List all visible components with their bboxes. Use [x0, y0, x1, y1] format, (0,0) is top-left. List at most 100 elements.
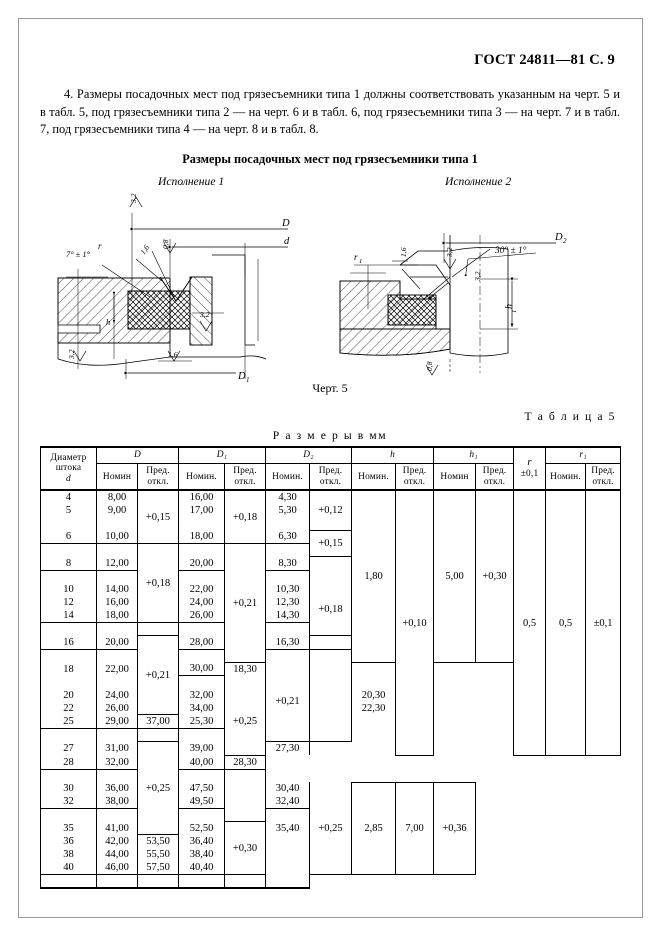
cell-d: 30: [40, 782, 97, 796]
cell-D1-dev: +0,21: [224, 543, 267, 663]
cell-D2-dev: +0,25: [309, 782, 353, 876]
cell-D1-nom: 26,00: [178, 609, 226, 624]
label-angle-30: 30° ± 1°: [494, 245, 527, 256]
cell-D1-nom: 55,50: [136, 848, 180, 862]
cell-D-nom: 16,00: [96, 596, 138, 610]
col-head-r1-deviation: Пред.откл.: [585, 463, 622, 491]
table-tail-row: [40, 874, 621, 889]
rough-32-c: 3,2: [129, 193, 138, 204]
cell-d: 8: [40, 556, 97, 571]
table-row: 32 38,00 49,50 32,40: [40, 795, 621, 810]
cell-D2-nom: 27,30: [265, 741, 311, 756]
col-group-h: h: [351, 445, 435, 465]
cell-blank: [40, 570, 97, 584]
cell-d: 38: [40, 848, 97, 862]
rough-08-b: 0,8: [425, 361, 434, 371]
table-spacer-row: [40, 768, 621, 783]
col-head-D-nominal: Номин: [96, 463, 138, 491]
cell-D2-nom: 25,30: [178, 714, 226, 730]
col-head-D-deviation: Пред.откл.: [136, 463, 180, 491]
cell-d: 27: [40, 741, 97, 756]
cell-blank: [40, 517, 97, 531]
col-head-h1-deviation: Пред.откл.: [475, 463, 515, 491]
section-title: Размеры посадочных мест под грязесъемник…: [182, 151, 478, 166]
table-row: 14 18,00 26,00 14,30: [40, 609, 621, 624]
table-row: 28 32,00 40,00 28,30: [40, 755, 621, 770]
cell-blank: [265, 648, 311, 663]
col-head-h1-nominal: Номин: [433, 463, 477, 491]
cell-D-dev: +0,18: [136, 543, 180, 624]
cell-D2-nom: 32,40: [265, 795, 311, 810]
col-head-stem-diameter: Диаметр штока d: [40, 445, 97, 491]
cell-blank: [178, 622, 226, 636]
cell-D2-dev: +0,21: [265, 662, 311, 743]
cell-blank: [40, 808, 97, 822]
table-row: 16 20,00 +0,21 28,00 16,30: [40, 635, 621, 716]
cell-D2-nom: 20,30: [351, 688, 397, 702]
cell-D-nom: 44,00: [96, 848, 138, 862]
cell-D1-nom: 20,00: [178, 556, 226, 571]
figure-caption: Черт. 5: [312, 380, 348, 395]
cell-D-dev: +0,15: [136, 489, 180, 545]
col-group-D1: D₁: [178, 445, 267, 465]
rough-16-b: 1,6: [138, 243, 151, 256]
cell-D-nom: 32,00: [96, 755, 138, 770]
cell-D1-dev: +0,30: [224, 821, 267, 876]
cell-D1-nom: 16,00: [178, 489, 226, 505]
cell-D1-nom: 37,00: [136, 714, 180, 730]
figure-variant-1-label: Исполнение 1: [158, 174, 225, 188]
cell-blank: [178, 675, 226, 689]
label-r: r: [98, 241, 102, 251]
table-row: 12 16,00 24,00 12,30: [40, 596, 621, 610]
cell-blank: [178, 769, 226, 783]
cell-blank: [178, 874, 226, 889]
svg-text:1: 1: [246, 376, 250, 384]
table-spacer-row: [40, 808, 621, 822]
cell-D-nom: 9,00: [96, 504, 138, 518]
cell-blank: [265, 874, 311, 889]
cell-blank: [40, 728, 97, 742]
cell-d: 36: [40, 834, 97, 849]
cell-blank: [265, 517, 311, 531]
table-spacer-row: [40, 675, 621, 689]
col-head-D2-nominal: Номин.: [265, 463, 311, 491]
cell-D-nom: 38,00: [96, 795, 138, 810]
cell-blank: [40, 675, 97, 689]
cell-D2-nom: 35,40: [265, 821, 311, 835]
table-row: 10 14,00 22,00 10,30 +0,18: [40, 583, 621, 637]
rough-32-a: 3,2: [199, 310, 210, 319]
cell-d: 20: [40, 688, 97, 702]
table-row: 6 10,00 18,00 6,30 +0,15: [40, 529, 621, 558]
cell-h-nom: 2,85: [351, 781, 397, 876]
cell-D1-nom: 17,00: [178, 504, 226, 518]
cell-D-nom: 31,00: [96, 741, 138, 756]
col-group-h1: h₁: [433, 445, 515, 465]
table-row: 27 31,00 +0,25 39,00 27,30: [40, 741, 621, 836]
col-group-D: D: [95, 445, 180, 465]
cell-D-nom: 26,00: [96, 701, 138, 715]
cell-D2-nom: 28,30: [224, 755, 267, 770]
cell-d: 12: [40, 596, 97, 610]
cell-blank: [178, 728, 226, 742]
cell-h1-nom: 7,00: [395, 781, 435, 876]
label-D: D: [281, 218, 290, 229]
cell-D-nom: 8,00: [96, 489, 138, 505]
col-head-D1-nominal: Номин.: [178, 463, 226, 491]
cell-D-dev: +0,25: [136, 741, 180, 836]
cell-blank: [136, 874, 180, 889]
label-angle-7: 7° ± 1°: [66, 250, 91, 259]
page-border: [18, 18, 643, 918]
dimensions-table: Диаметр штока d D D₁ D₂ h h₁ r ±0,1 r₁ Н…: [40, 445, 622, 889]
cell-blank: [96, 649, 138, 663]
cell-D2-nom: 4,30: [265, 489, 311, 505]
table-spacer-row: [40, 728, 621, 742]
cell-r1-dev: ±0,1: [585, 489, 622, 756]
cell-blank: [265, 808, 311, 822]
cell-D-dev: +0,21: [136, 635, 180, 716]
cell-D2-nom: 14,30: [265, 609, 311, 624]
table-spacer-row: [40, 569, 621, 584]
cell-r: 0,5: [513, 489, 547, 756]
svg-text:1: 1: [359, 258, 362, 265]
technical-drawing-svg: D d D 1 r 7° ± 1° h 3,2 1,6 3,2 3,2 0,8 …: [57, 193, 567, 384]
cell-blank: [40, 649, 97, 663]
